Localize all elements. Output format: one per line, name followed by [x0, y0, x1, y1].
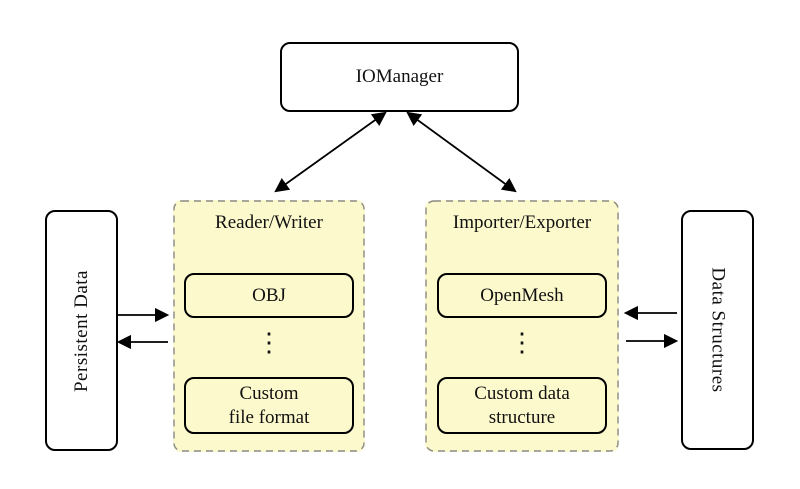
reader-writer-container: Reader/Writer OBJ ⋮ Custom file format — [173, 200, 365, 452]
obj-label: OBJ — [252, 284, 286, 306]
importer-exporter-ellipsis: ⋮ — [509, 328, 535, 357]
persistent-data-label: Persistent Data — [70, 269, 92, 392]
persistent-data-box: Persistent Data — [45, 210, 118, 451]
openmesh-box: OpenMesh — [437, 273, 607, 318]
custom-file-format-box: Custom file format — [184, 377, 354, 434]
obj-box: OBJ — [184, 273, 354, 318]
custom-file-format-line2: file format — [228, 406, 310, 428]
arrow-iomanager-importer-exporter — [406, 111, 517, 193]
importer-exporter-container: Importer/Exporter OpenMesh ⋮ Custom data… — [425, 200, 619, 452]
iomanager-label: IOManager — [355, 66, 444, 87]
iomanager-box: IOManager — [280, 42, 519, 112]
reader-writer-ellipsis: ⋮ — [256, 328, 282, 357]
arrow-iomanager-reader-writer — [274, 111, 387, 193]
custom-file-format-line1: Custom — [239, 382, 299, 404]
custom-data-structure-line1: Custom data — [474, 382, 570, 404]
custom-data-structure-line2: structure — [488, 406, 556, 428]
custom-data-structure-box: Custom data structure — [437, 377, 607, 434]
importer-exporter-title: Importer/Exporter — [452, 212, 592, 233]
reader-writer-title: Reader/Writer — [215, 212, 323, 233]
openmesh-label: OpenMesh — [480, 284, 564, 306]
data-structures-box: Data Structures — [681, 210, 754, 450]
data-structures-label: Data Structures — [707, 267, 729, 393]
